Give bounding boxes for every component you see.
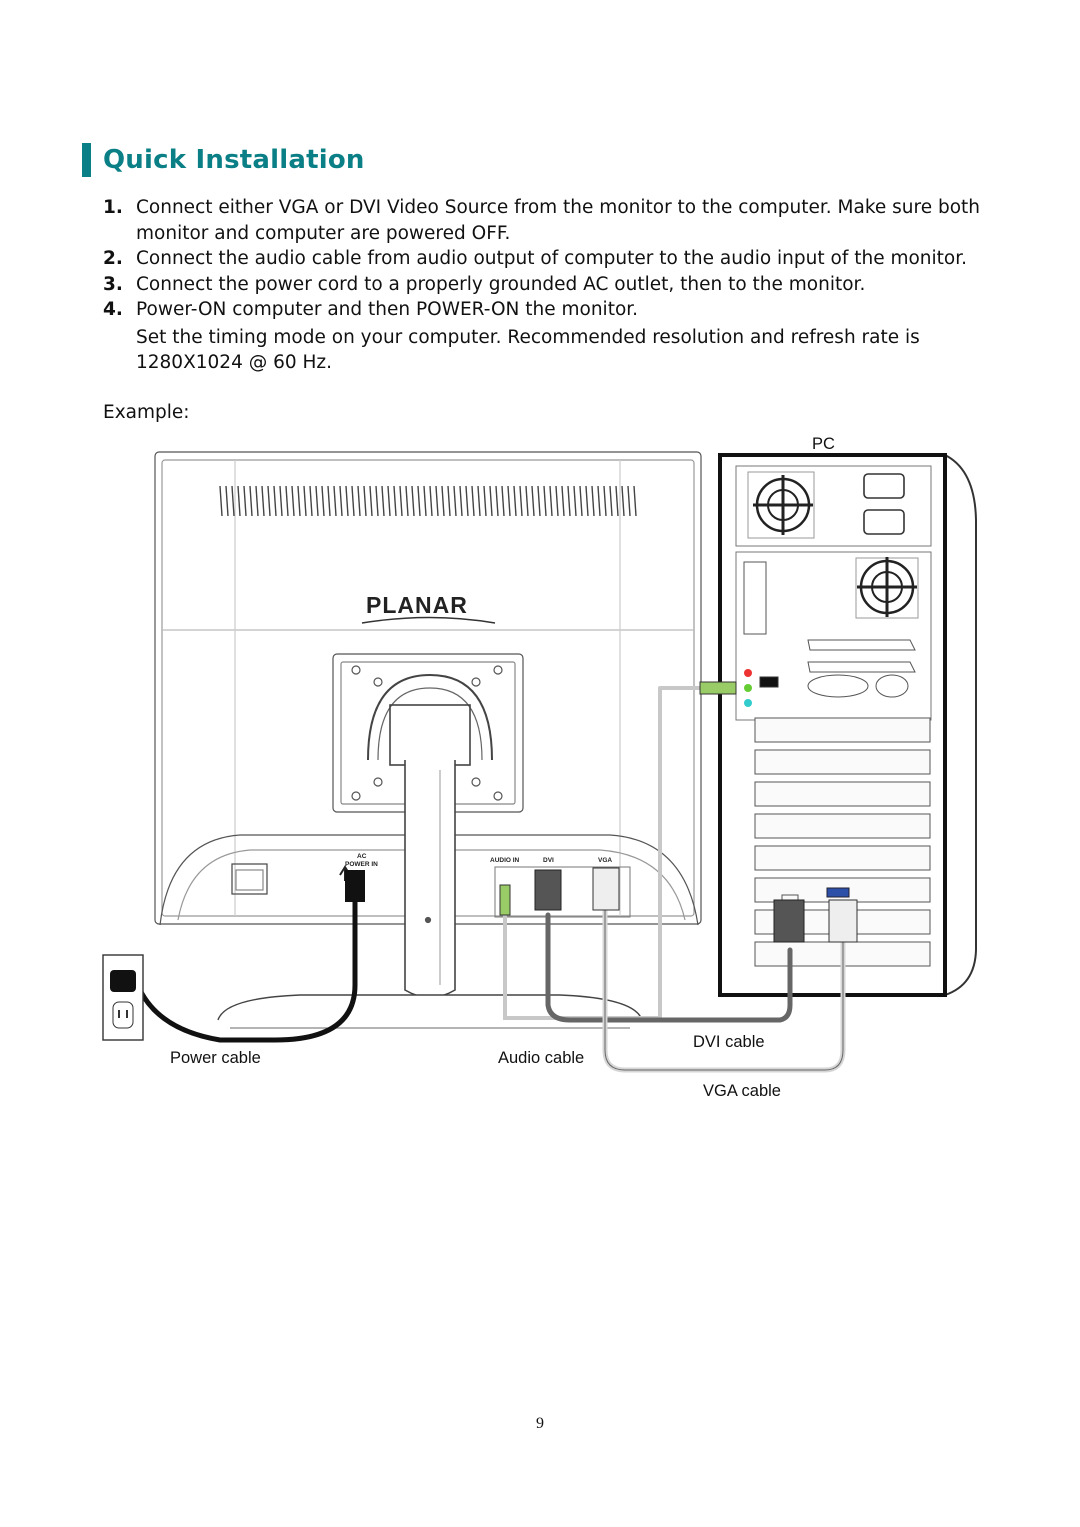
cables [137,681,858,1073]
step-number: 2. [103,248,123,269]
port-label-dvi: DVI [543,857,554,864]
vent-grille [219,485,637,517]
dvi-cable [545,912,793,1023]
pc-tower [718,453,977,997]
step-1: 1. Connect either VGA or DVI Video Sourc… [103,195,1003,246]
port-label-vga: VGA [598,857,612,864]
power-cable-label: Power cable [170,1049,261,1067]
step-number: 1. [103,197,123,218]
heading-accent-bar [82,143,91,177]
page-number: 9 [536,1415,544,1432]
vga-cable-label: VGA cable [703,1082,781,1100]
step-4: 4. Power-ON computer and then POWER-ON t… [103,297,1003,323]
monitor-ports: AC POWER IN AUDIO IN DVI VGA [339,853,631,918]
step-text: Power-ON computer and then POWER-ON the … [136,299,639,320]
monitor-brand-logo: PLANAR [366,592,468,618]
step-number: 3. [103,273,123,295]
audio-cable-label: Audio cable [498,1049,584,1067]
dvi-cable-label: DVI cable [693,1033,765,1051]
step-number: 4. [103,299,123,320]
pc-audio-jacks [744,669,752,707]
timing-note: Set the timing mode on your computer. Re… [136,326,920,374]
example-label: Example: [103,402,190,423]
step-text: Connect the audio cable from audio outpu… [136,248,968,269]
pc-label: PC [812,435,835,453]
pc-fans [753,475,917,617]
connection-diagram: PLANAR AC POWER IN AUDIO IN DVI VGA PC [102,435,977,1100]
wall-outlet [102,954,144,1041]
section-title: Quick Installation [103,145,365,175]
installation-steps: 1. Connect either VGA or DVI Video Sourc… [103,195,1003,376]
step-text: Connect the power cord to a properly gro… [136,273,866,295]
port-label-power-in: POWER IN [345,861,378,868]
monitor-rear [154,451,702,1029]
section-heading: Quick Installation [82,143,365,177]
step-2: 2. Connect the audio cable from audio ou… [103,246,1003,272]
port-label-ac: AC [357,853,367,860]
brand-swoosh [361,616,496,624]
power-cable [137,897,358,1043]
port-label-audio-in: AUDIO IN [490,857,520,864]
step-3: 3. Connect the power cord to a properly … [103,272,1003,298]
step-text: Connect either VGA or DVI Video Source f… [136,197,981,244]
